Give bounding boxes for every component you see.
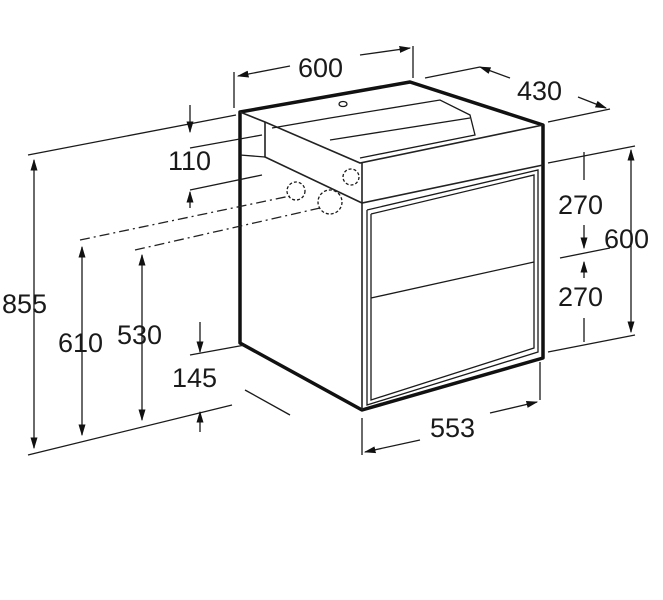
dim-drawer-1: 270 — [558, 190, 603, 220]
drawer-frame-inner — [370, 174, 535, 401]
dim-unit-height: 600 — [604, 224, 649, 254]
drawer-divider — [370, 261, 535, 299]
drawer-frame — [366, 169, 539, 406]
basin-bowl — [271, 99, 476, 159]
waste-marker-icon — [317, 189, 343, 215]
dim-drawer-2: 270 — [558, 282, 603, 312]
tap-hole — [338, 100, 348, 108]
basin-front — [264, 122, 544, 204]
dim-total-height: 855 — [2, 289, 47, 319]
dim-waste-height-2: 530 — [117, 320, 162, 350]
dim-floor-clearance: 145 — [172, 363, 217, 393]
dim-width-top: 600 — [298, 53, 343, 83]
waste-marker-icon — [286, 181, 306, 201]
basin-bowl-floor — [329, 117, 471, 141]
basin-rim — [239, 111, 544, 164]
dimension-lines — [27, 45, 636, 456]
dim-unit-width: 553 — [430, 413, 475, 443]
dim-basin-height: 110 — [168, 146, 211, 176]
tap-marker-icon — [342, 168, 360, 186]
dim-waste-height-1: 610 — [58, 328, 103, 358]
cabinet-outline — [238, 80, 545, 412]
basin-side-line — [239, 154, 266, 158]
cabinet — [238, 80, 545, 412]
dim-depth: 430 — [517, 76, 562, 106]
